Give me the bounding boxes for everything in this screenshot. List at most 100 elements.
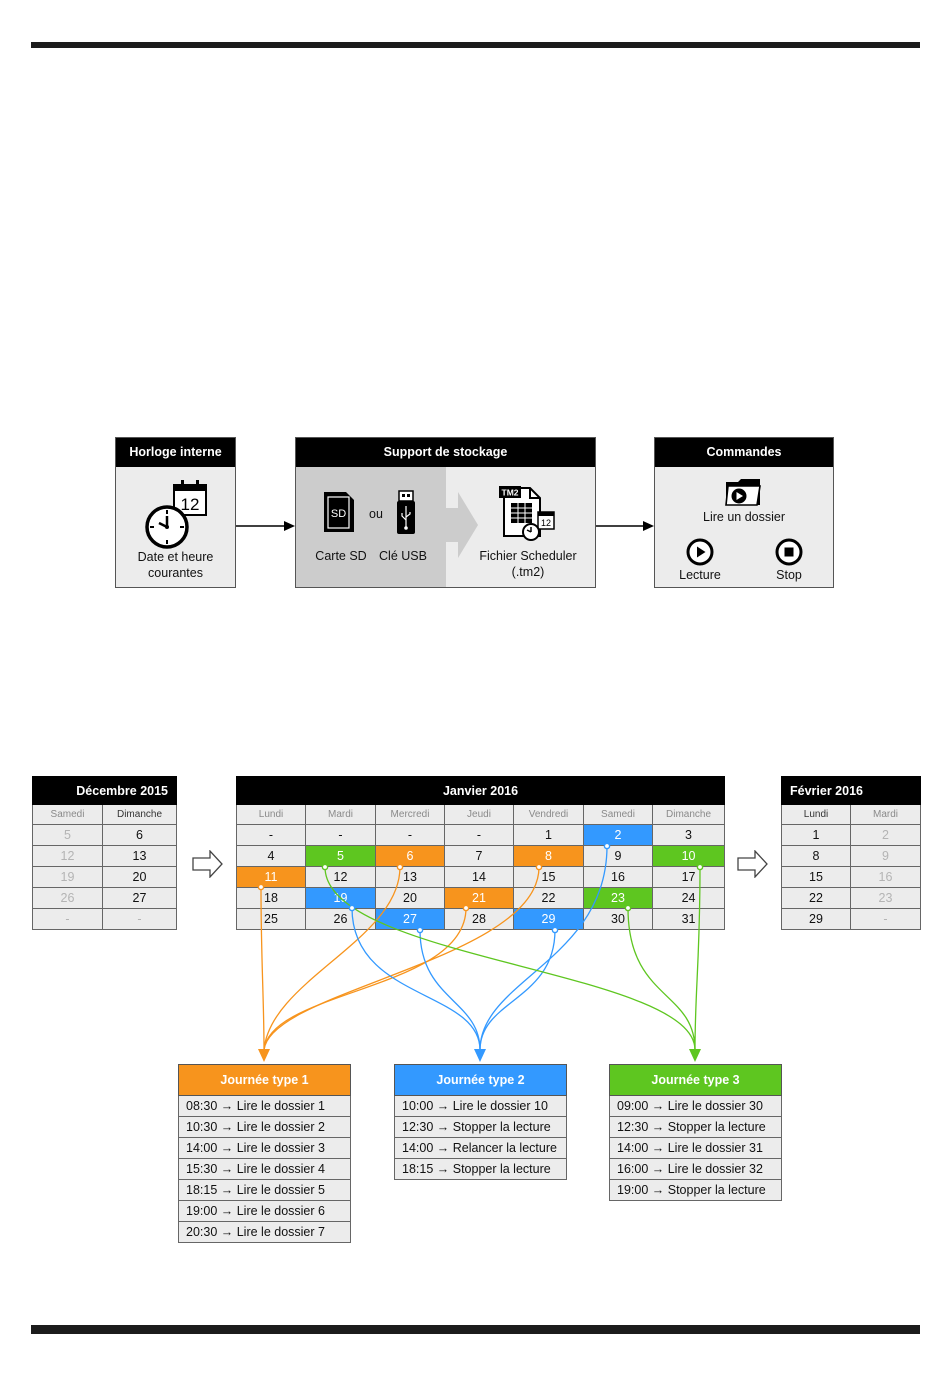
play-label: Lecture: [679, 568, 721, 582]
calendar-day-cell: 13: [101, 845, 178, 867]
day-header: Vendredi: [513, 804, 584, 825]
sd-label: Carte SD: [315, 549, 367, 563]
calendar-day-cell: -: [305, 824, 376, 846]
calendar-day-cell: 2: [849, 824, 922, 846]
clock-caption-line1: Date et heure: [137, 550, 214, 564]
day-header: Mercredi: [375, 804, 445, 825]
svg-text:12: 12: [181, 495, 200, 514]
schedule-row: 19:00 → Stopper la lecture: [609, 1179, 782, 1201]
calendar-title: Décembre 2015: [31, 776, 178, 805]
schedule-entry: 16:00 → Lire le dossier 32: [609, 1158, 782, 1180]
calendar-day-cell: 17: [651, 866, 726, 888]
scheduler-file-label-line2: (.tm2): [511, 565, 545, 579]
calendar-day-cell: 6: [101, 824, 178, 846]
calendar-week-row: 29-: [781, 908, 922, 930]
day-type-3-title: Journée type 3: [609, 1064, 782, 1096]
calendar-day-cell: 22: [781, 887, 851, 909]
calendar-day-cell: 12: [305, 866, 376, 888]
calendar-day-cell: 29: [513, 908, 584, 930]
schedule-row: 12:30 → Stopper la lecture: [609, 1116, 782, 1138]
schedule-row: 14:00 → Relancer la lecture: [394, 1137, 567, 1159]
day-header: Mardi: [849, 804, 922, 825]
clock-caption-line2: courantes: [148, 566, 203, 580]
scheduler-file-icon: TM2 12: [499, 486, 555, 541]
schedule-entry: 12:30 → Stopper la lecture: [394, 1116, 567, 1138]
commands-title: Commandes: [655, 438, 833, 467]
storage-title: Support de stockage: [296, 438, 595, 467]
calendar-day-cell: 23: [583, 887, 653, 909]
calendar-day-cell: 25: [236, 908, 306, 930]
scheduler-file-label-line1: Fichier Scheduler: [479, 549, 577, 563]
calendar-day-cell: 16: [583, 866, 653, 888]
calendar-day-cell: -: [444, 824, 514, 846]
calendar-day-cell: 2: [583, 824, 653, 846]
sd-card-icon: SD: [324, 492, 354, 532]
calendar-title: Janvier 2016: [235, 776, 726, 805]
clock-caption: Date et heure courantes: [116, 549, 235, 581]
schedule-entry: 14:00 → Lire le dossier 31: [609, 1137, 782, 1159]
storage-media-panel: [296, 467, 446, 587]
svg-text:SD: SD: [331, 508, 346, 520]
calendar-january-2016: Janvier 2016 Lundi Mardi Mercredi Jeudi …: [235, 776, 726, 930]
arrowhead-type-1: [258, 1049, 270, 1062]
commands-box: Commandes Lire un dossier Lecture Stop: [654, 437, 834, 588]
top-rule: [31, 42, 920, 48]
calendar-day-cell: 16: [849, 866, 922, 888]
day-type-2-title: Journée type 2: [394, 1064, 567, 1096]
calendar-day-cell: -: [236, 824, 306, 846]
schedule-row: 18:15 → Stopper la lecture: [394, 1158, 567, 1180]
calendar-day-cell: 8: [781, 845, 851, 867]
clock-icon: [145, 505, 189, 549]
calendar-day-cell: 18: [236, 887, 306, 909]
play-icon: [686, 538, 714, 566]
bottom-rule: [31, 1325, 920, 1334]
storage-box: Support de stockage SD ou Carte SD Clé U…: [295, 437, 596, 588]
calendar-day-cell: 24: [651, 887, 726, 909]
calendar-day-cell: 22: [513, 887, 584, 909]
calendar-day-cell: 7: [444, 845, 514, 867]
schedule-entry: 10:00 → Lire le dossier 10: [394, 1095, 567, 1117]
schedule-row: 16:00 → Lire le dossier 32: [609, 1158, 782, 1180]
day-header: Lundi: [781, 804, 851, 825]
schedule-row: 10:30 → Lire le dossier 2: [178, 1116, 351, 1138]
or-text: ou: [369, 507, 383, 521]
month-arrow-icon: [737, 850, 768, 878]
calendar-day-cell: 29: [781, 908, 851, 930]
day-header: Dimanche: [101, 804, 178, 825]
calendar-day-cell: 9: [583, 845, 653, 867]
calendar-day-cell: 4: [236, 845, 306, 867]
calendar-day-cell: 21: [444, 887, 514, 909]
calendar-title: Février 2016: [780, 776, 922, 805]
day-header: Dimanche: [651, 804, 726, 825]
arrow-storage-to-commands: [596, 521, 654, 531]
connector-line: [479, 929, 556, 1051]
schedule-row: 10:00 → Lire le dossier 10: [394, 1095, 567, 1117]
calendar-day-cell: 23: [849, 887, 922, 909]
calendar-day-cell: 13: [375, 866, 445, 888]
internal-clock-box: Horloge interne 12 Date et heure courant…: [115, 437, 236, 588]
play-folder-label: Lire un dossier: [703, 510, 785, 524]
calendar-day-cell: 19: [32, 866, 103, 888]
schedule-entry: 10:30 → Lire le dossier 2: [178, 1116, 351, 1138]
svg-text:12: 12: [541, 518, 551, 528]
schedule-entry: 19:00 → Stopper la lecture: [609, 1179, 782, 1201]
stop-label: Stop: [776, 568, 802, 582]
scheduler-file-label: Fichier Scheduler (.tm2): [446, 548, 610, 580]
calendar-day-cell: 20: [375, 887, 445, 909]
calendar-day-cell: 26: [305, 908, 376, 930]
calendar-day-cell: 19: [305, 887, 376, 909]
schedule-entry: 14:00 → Relancer la lecture: [394, 1137, 567, 1159]
schedule-row: 12:30 → Stopper la lecture: [394, 1116, 567, 1138]
schedule-entry: 09:00 → Lire le dossier 30: [609, 1095, 782, 1117]
